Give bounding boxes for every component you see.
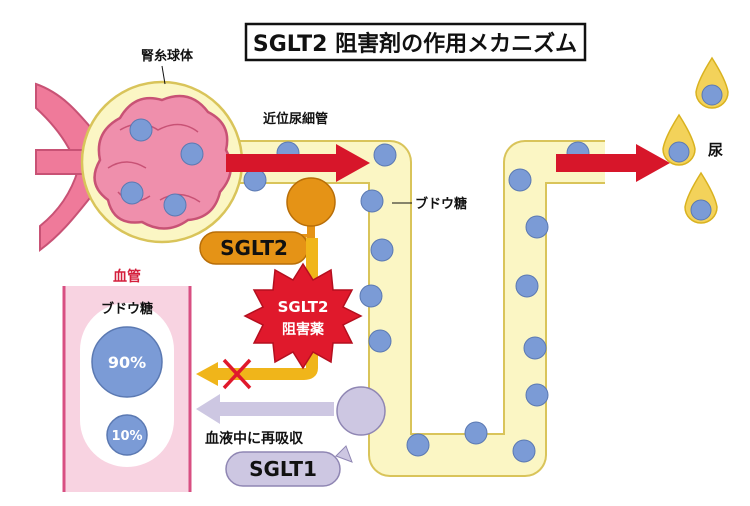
glucose-10-percent: 10% — [111, 429, 142, 444]
glucose-90-percent: 90% — [108, 353, 146, 372]
urine-label: 尿 — [708, 141, 723, 159]
vessel-glucose-label: ブドウ糖 — [101, 301, 153, 317]
blood-vessel-panel: 血管 ブドウ糖 90% 10% — [62, 268, 192, 492]
urine-drops — [662, 56, 729, 224]
filtration-arrow — [226, 144, 370, 182]
urine-arrow — [556, 144, 670, 182]
sglt2-transporter: SGLT2 — [199, 177, 336, 265]
inhibitor-label-line1: SGLT2 — [278, 298, 329, 316]
glucose-90-circle — [91, 326, 163, 398]
glomerulus: 腎糸球体 — [35, 48, 244, 252]
sglt1-transporter: SGLT1 — [225, 386, 386, 487]
reabsorption-label: 血液中に再吸収 — [205, 430, 304, 447]
glucose-10-circle — [106, 414, 148, 456]
glucose-label: ブドウ糖 — [415, 196, 467, 212]
proximal-tubule-label: 近位尿細管 — [263, 111, 328, 127]
blood-vessel-label: 血管 — [113, 268, 141, 285]
page-title: SGLT2 阻害剤の作用メカニズム — [253, 31, 577, 57]
sglt1-label: SGLT1 — [249, 457, 317, 481]
sglt2-label: SGLT2 — [220, 236, 288, 260]
blocked-reabsorption-arrow — [196, 238, 318, 390]
glomerulus-label: 腎糸球体 — [141, 48, 194, 64]
inhibitor-label-line2: 阻害薬 — [282, 321, 324, 338]
sglt1-reabsorption-arrow — [196, 394, 334, 424]
sglt2-inhibitor-badge: SGLT2 阻害薬 — [243, 262, 363, 370]
title-box: SGLT2 阻害剤の作用メカニズム — [244, 22, 587, 62]
